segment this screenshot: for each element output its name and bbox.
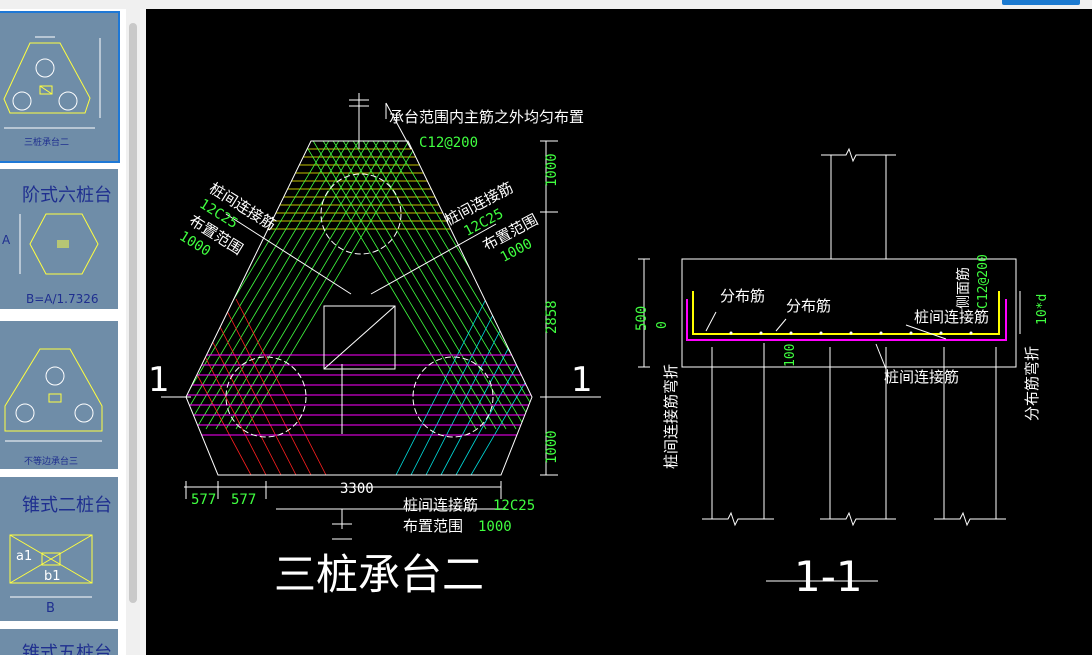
cad-canvas[interactable]: 承台范围内主筋之外均匀布置 C12@200 桩间连接筋 12C25 布置范围 1… <box>146 9 1092 655</box>
dim-bottom-width: 3300 <box>340 481 374 497</box>
pile-left <box>225 356 307 438</box>
magenta-link-bar <box>686 299 1007 341</box>
dim-bottom-a: 577 <box>191 492 216 508</box>
green-diagonal-bars <box>186 141 532 430</box>
dim-a-label: A <box>2 233 11 247</box>
sidebar-item-label: 三桩承台二 <box>24 138 70 148</box>
dim-bottom-b: 577 <box>231 492 256 508</box>
top-strip <box>0 0 1092 9</box>
section-mark-right: 1 <box>571 360 593 400</box>
cyan-bars <box>395 298 532 475</box>
section-zero: 0 <box>655 321 670 329</box>
section-ten-d: 10*d <box>1035 294 1050 325</box>
pile-top <box>320 173 402 255</box>
sidebar-item-cone-five-pile[interactable]: 锥式五桩台 <box>0 629 118 655</box>
bottom-link-label: 桩间连接筋 <box>403 496 478 514</box>
section-left-vertical: 桩间连接筋弯折 <box>662 364 680 469</box>
magenta-bars <box>186 354 532 436</box>
dim-a1-label: a1 <box>16 549 33 564</box>
section-title: 1-1 <box>794 552 863 601</box>
sidebar-item-unequal-three-pile[interactable]: 不等边承台三 <box>0 321 118 469</box>
template-sidebar: 三桩承台二 阶式六桩台 A B=A/1.7326 不等边承台三 锥式二桩台 <box>0 9 140 655</box>
section-pile-link-bottom: 桩间连接筋 <box>884 368 959 386</box>
section-height: 500 <box>634 306 650 331</box>
side-bar-label: 侧面筋 <box>955 267 972 309</box>
sidebar-item-cone-two-pile[interactable]: 锥式二桩台 a1 b1 B <box>0 477 118 621</box>
bottom-link-spec: 12C25 <box>493 498 535 514</box>
dim-right-bot: 1000 <box>544 430 560 464</box>
section-1-1 <box>276 147 1021 582</box>
section-right-vertical: 分布筋弯折 <box>1023 346 1041 421</box>
sidebar-item-caption: B=A/1.7326 <box>26 292 99 306</box>
column <box>323 305 396 370</box>
top-yellow-bars <box>246 148 476 230</box>
yellow-distribution-bar <box>692 291 1000 335</box>
dim-b1-label: b1 <box>44 569 61 584</box>
section-cover: 100 <box>783 344 798 367</box>
dim-right-top: 1000 <box>544 153 560 187</box>
top-spec: C12@200 <box>419 135 478 151</box>
section-dist-bar-2: 分布筋 <box>786 297 831 315</box>
pile-right <box>412 356 494 438</box>
canvas-border <box>140 9 146 655</box>
section-dist-bar-1: 分布筋 <box>720 287 765 305</box>
top-button[interactable] <box>1002 0 1080 5</box>
drawing-annotations: 承台范围内主筋之外均匀布置 C12@200 桩间连接筋 12C25 布置范围 1… <box>148 108 1050 601</box>
sidebar-item-label: 阶式六桩台 <box>22 185 112 206</box>
scrollbar-thumb[interactable] <box>129 23 137 603</box>
unequal-pile-thumb-drawing <box>4 348 103 442</box>
sidebar-item-label: 锥式五桩台 <box>22 643 112 655</box>
sidebar-item-label: 不等边承台三 <box>24 457 79 467</box>
sidebar-item-label: 锥式二桩台 <box>22 495 112 516</box>
pile-cap-plan <box>161 93 601 540</box>
three-pile-thumb-drawing <box>3 36 101 129</box>
dim-b-label: B <box>46 601 55 616</box>
sidebar-scrollbar[interactable] <box>126 9 140 655</box>
two-pile-thumb-drawing <box>9 534 93 598</box>
sidebar-item-three-pile-cap-2[interactable]: 三桩承台二 <box>0 11 120 163</box>
cad-drawing: 承台范围内主筋之外均匀布置 C12@200 桩间连接筋 12C25 布置范围 1… <box>148 93 1050 601</box>
sidebar-item-stepped-six-pile[interactable]: 阶式六桩台 A B=A/1.7326 <box>0 169 118 309</box>
section-pile-link: 桩间连接筋 <box>914 308 989 326</box>
bottom-range-value: 1000 <box>478 519 512 535</box>
top-note: 承台范围内主筋之外均匀布置 <box>389 108 584 126</box>
bottom-range-label: 布置范围 <box>403 517 463 535</box>
section-mark-left: 1 <box>148 360 170 400</box>
red-bars <box>186 298 327 475</box>
six-pile-thumb-drawing <box>19 213 99 275</box>
dim-right-mid: 2858 <box>544 300 560 334</box>
side-bar-spec: C12@200 <box>976 254 991 309</box>
drawing-title: 三桩承台二 <box>274 550 484 599</box>
